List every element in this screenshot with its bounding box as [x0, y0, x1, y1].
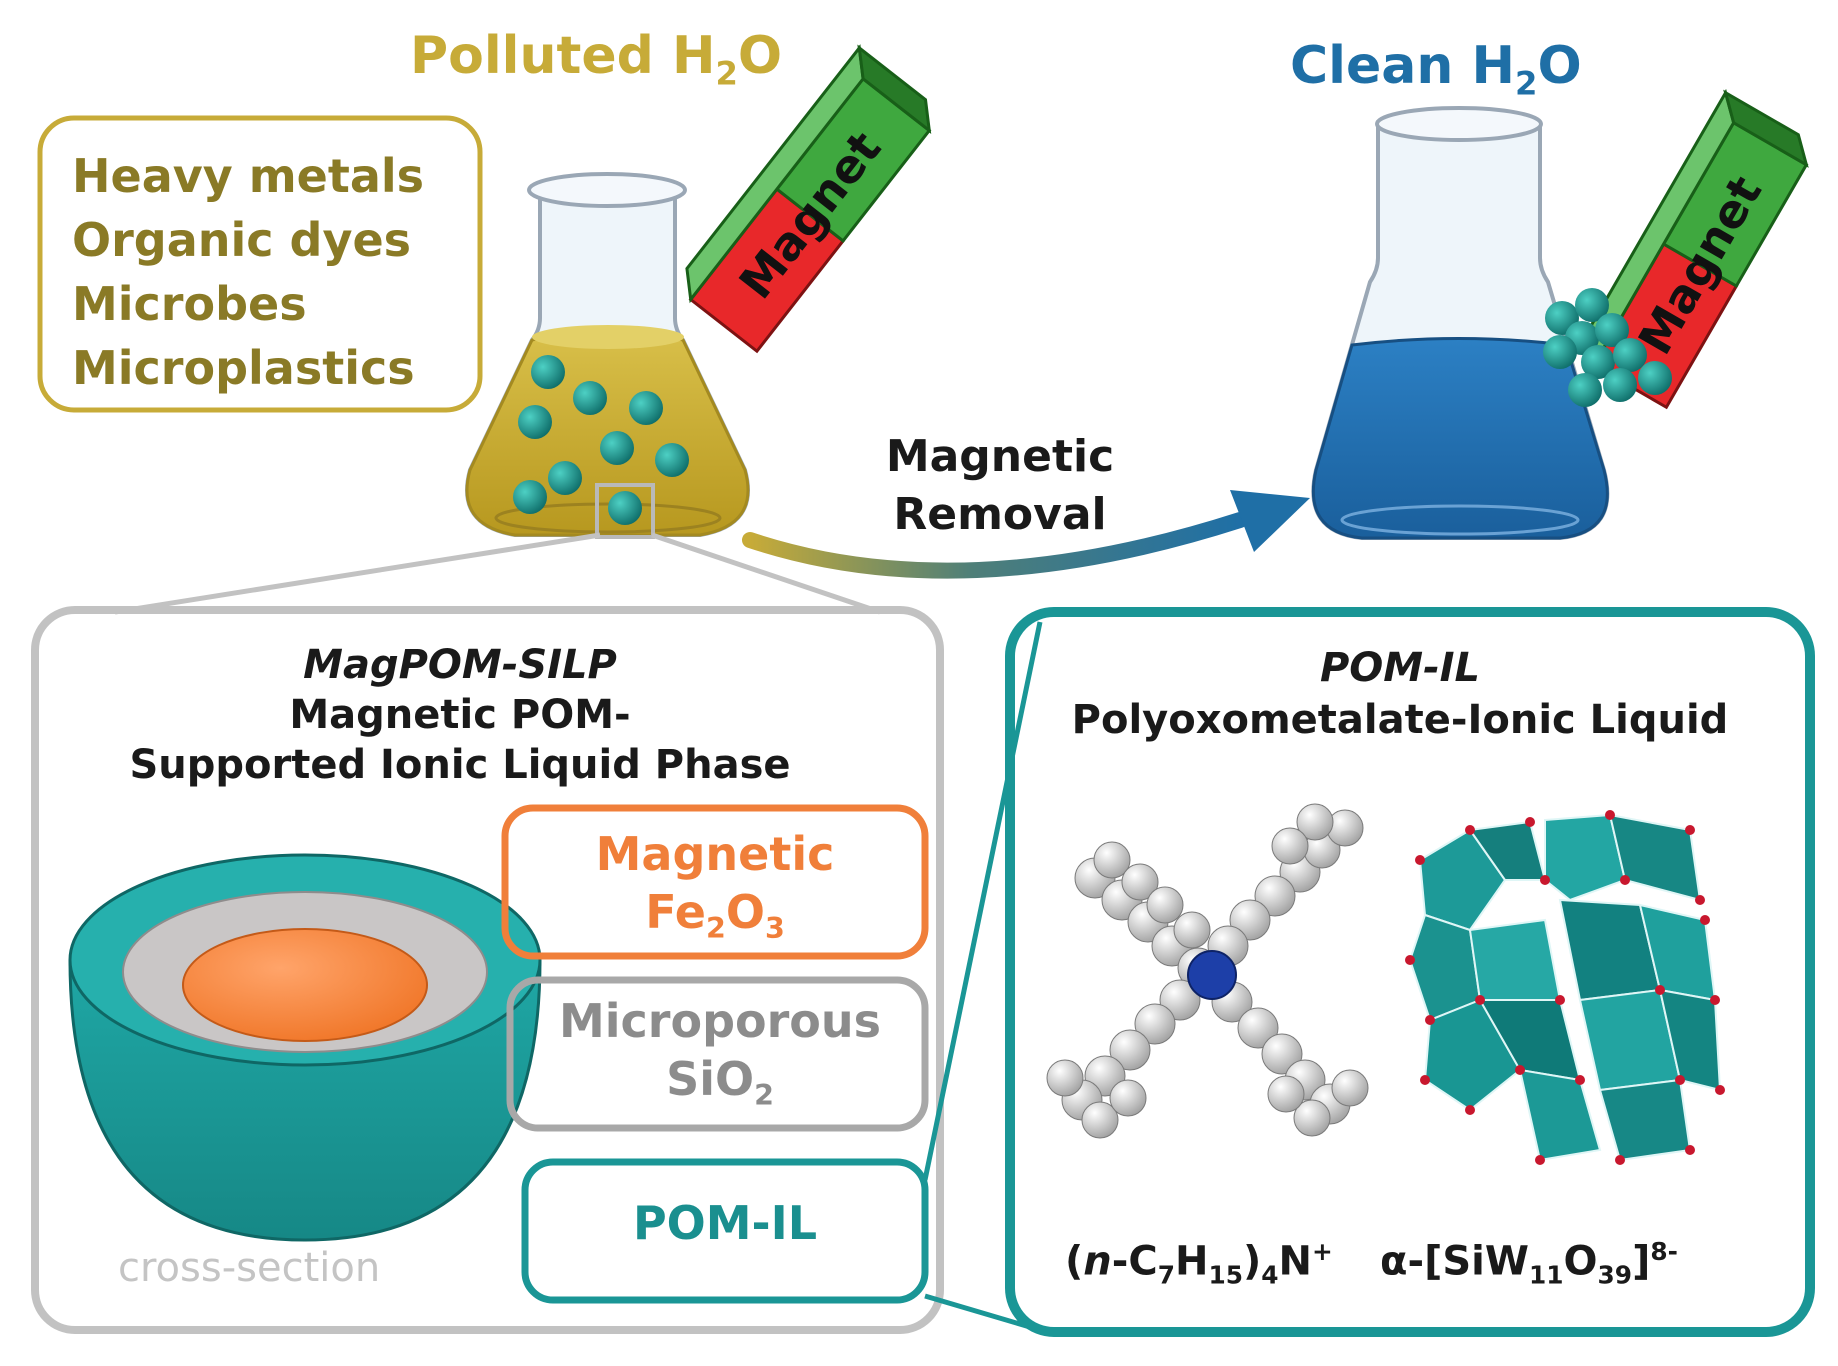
- silp-title: MagPOM-SILP Magnetic POM- Supported Ioni…: [100, 640, 820, 790]
- arrow-label-line2: Removal: [893, 489, 1107, 540]
- pollutant-item: Heavy metals: [72, 149, 425, 203]
- arrow-head: [1230, 490, 1310, 552]
- clean-water-title: Clean H2O: [1290, 36, 1582, 103]
- shell-layer-label: Microporous SiO2: [510, 992, 930, 1125]
- pollutant-list-box: [37, 115, 483, 413]
- clean-flask: [1311, 106, 1610, 540]
- silp-line2: Supported Ionic Liquid Phase: [129, 742, 791, 788]
- silp-panel: [31, 606, 944, 1334]
- arrow-label: Magnetic Removal: [880, 428, 1120, 544]
- shell-layer-box: [506, 976, 929, 1132]
- zoom-line-left: [114, 532, 601, 615]
- polluted-water-title: Polluted H2O: [410, 26, 783, 93]
- connector-bottom: [924, 1293, 1041, 1333]
- nanoparticles-dispersed: [513, 355, 689, 525]
- connector-top: [922, 621, 1043, 1181]
- cross-section-caption: cross-section: [118, 1245, 381, 1291]
- arrow-label-line1: Magnetic: [885, 431, 1115, 482]
- cation-formula: (n-C7H15)4N+: [1065, 1237, 1333, 1290]
- silp-line1: Magnetic POM-: [289, 692, 631, 738]
- pollutant-list: Heavy metals Organic dyes Microbes Micro…: [72, 144, 424, 400]
- polluted-flask: [465, 172, 750, 537]
- zoom-selection-box: [595, 483, 655, 539]
- shell-layer-line1: Microporous: [558, 994, 882, 1048]
- nanoparticles-collected: [1543, 288, 1672, 407]
- pollutant-item: Microbes: [72, 277, 307, 331]
- anion-formula: α-[SiW11O39]8-: [1380, 1237, 1678, 1290]
- magnetic-removal-arrow: [742, 512, 1248, 579]
- core-layer-line1: Magnetic: [595, 827, 835, 881]
- pomil-full-name: Polyoxometalate-Ionic Liquid: [1071, 697, 1729, 743]
- pomil-name: POM-IL: [1319, 645, 1481, 691]
- silp-name: MagPOM-SILP: [303, 642, 617, 688]
- outer-layer-box: [521, 1158, 929, 1304]
- pomil-title: POM-IL Polyoxometalate-Ionic Liquid: [1020, 642, 1780, 746]
- magnet-left: Magnet: [685, 44, 932, 354]
- core-shell-particle: [68, 853, 542, 1242]
- core-layer-box: [501, 804, 929, 960]
- core-layer-label: Magnetic Fe2O3: [505, 825, 925, 958]
- cation-molecule-model: [1046, 803, 1369, 1139]
- pomil-panel: [1005, 607, 1815, 1337]
- pollutant-item: Microplastics: [72, 341, 415, 395]
- outer-layer-label: POM-IL: [632, 1196, 818, 1250]
- zoom-line-right: [651, 532, 881, 615]
- pollutant-item: Organic dyes: [72, 213, 412, 267]
- anion-polyhedra-model: [1405, 810, 1725, 1165]
